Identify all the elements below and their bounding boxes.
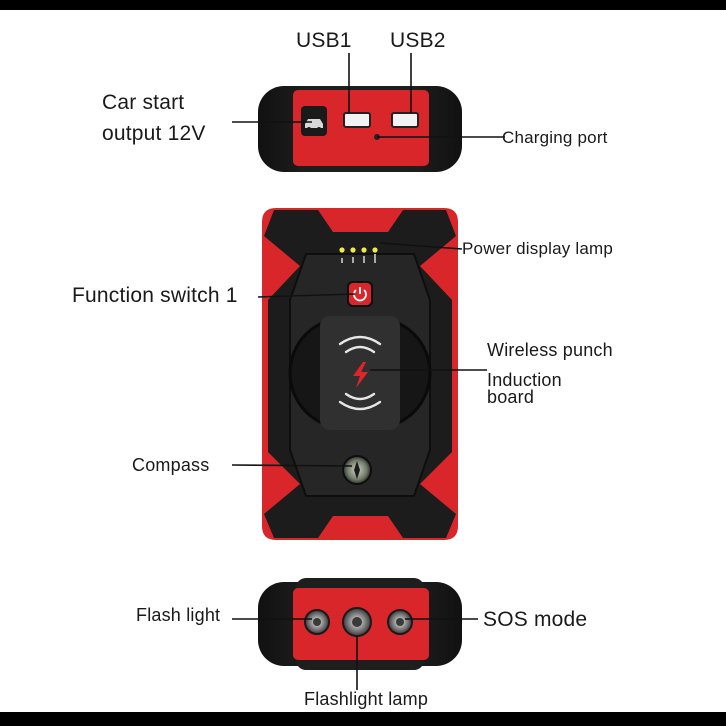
label-charging-port: Charging port (502, 128, 608, 147)
label-sos-mode: SOS mode (483, 608, 588, 631)
label-induction-line2: board (487, 387, 535, 407)
label-flash-light: Flash light (136, 605, 221, 625)
bottom-border (0, 712, 726, 726)
label-power-display-lamp: Power display lamp (462, 239, 613, 258)
label-induction-line1: Induction (487, 370, 562, 390)
power-display-lamp (339, 247, 378, 263)
label-car-start-line1: Car start (102, 91, 185, 114)
label-function-switch: Function switch 1 (72, 284, 238, 307)
compass-needle (354, 461, 360, 479)
power-lamp-leader (379, 242, 463, 250)
label-car-start-line2: output 12V (102, 122, 206, 145)
function-switch-leader (257, 293, 356, 298)
wireless-charging-icon (338, 335, 382, 411)
lightning-icon (353, 362, 368, 388)
main-front-view (231, 208, 487, 540)
label-usb2: USB2 (390, 29, 446, 52)
usb2-port (391, 112, 419, 128)
label-compass: Compass (132, 455, 210, 475)
label-flashlight-lamp: Flashlight lamp (304, 689, 429, 709)
top-border (0, 0, 726, 10)
usb1-port (343, 112, 371, 128)
compass-leader (231, 464, 353, 467)
power-icon (353, 287, 367, 302)
label-usb1: USB1 (296, 29, 352, 52)
top-end-view (232, 53, 505, 172)
label-wireless-punch: Wireless punch (487, 340, 613, 360)
bottom-end-view (232, 578, 478, 690)
